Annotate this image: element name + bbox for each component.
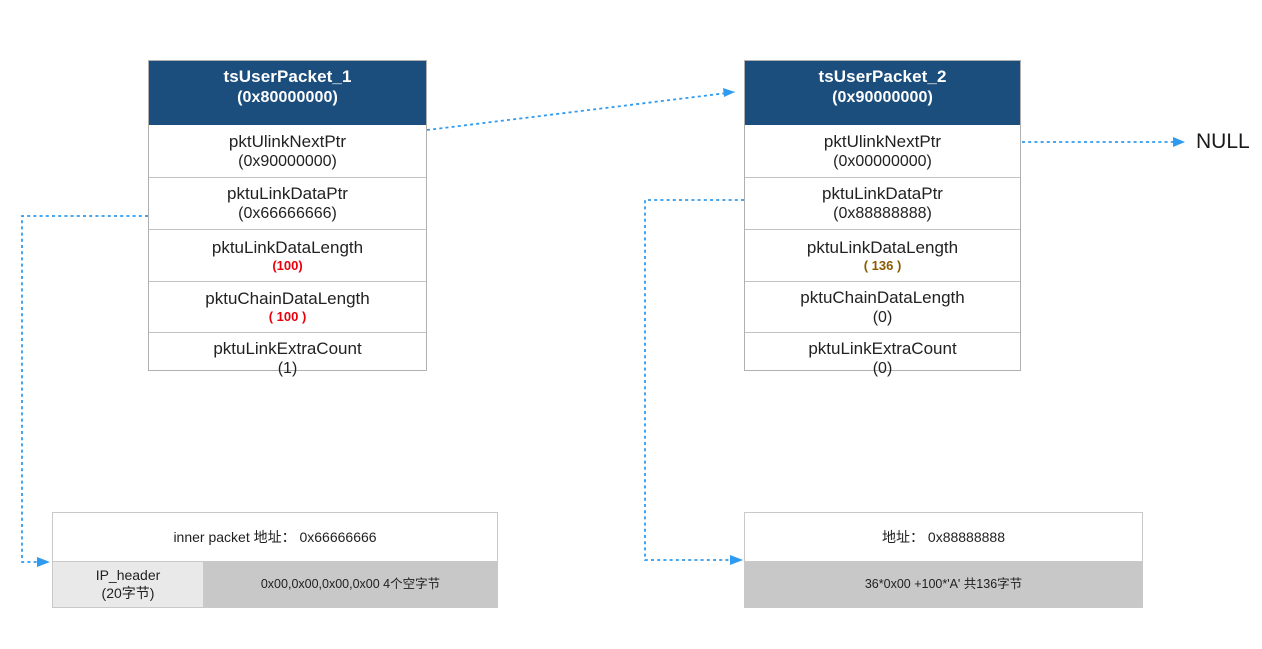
field-value: ( 136 ): [863, 257, 902, 273]
struct-table-tsuserpacket-1: tsUserPacket_1 (0x80000000) pktUlinkNext…: [148, 60, 427, 377]
connector-data-ptr-2-to-buffer: [644, 199, 744, 565]
null-label: NULL: [1196, 130, 1250, 153]
struct-field-pktulinknextptr: pktUlinkNextPtr (0x00000000): [745, 125, 1020, 177]
memory-segments: IP_header (20字节) 0x00,0x00,0x00,0x00 4个空…: [53, 561, 497, 607]
field-name: pktuLinkDataPtr: [227, 184, 348, 204]
field-value: ( 100 ): [268, 309, 307, 325]
field-value: (0): [872, 308, 893, 326]
struct-field-pktulinkextracount: pktuLinkExtraCount (0): [745, 332, 1020, 384]
struct-title: tsUserPacket_1: [223, 67, 352, 86]
struct-field-pktulinkdataptr: pktuLinkDataPtr (0x88888888): [745, 177, 1020, 229]
struct-field-pktulinkdataptr: pktuLinkDataPtr (0x66666666): [149, 177, 426, 229]
field-name: pktuChainDataLength: [800, 287, 965, 307]
field-name: pktuLinkDataLength: [211, 237, 364, 257]
connector-next-ptr-2-to-null: [1022, 137, 1185, 147]
field-value: (0): [872, 360, 893, 378]
struct-title: tsUserPacket_2: [818, 67, 947, 86]
field-name: pktuLinkExtraCount: [808, 339, 957, 359]
struct-table-tsuserpacket-2: tsUserPacket_2 (0x90000000) pktUlinkNext…: [744, 60, 1021, 377]
field-value: (100): [272, 257, 303, 273]
struct-address: (0x80000000): [237, 88, 338, 106]
memory-block-chain-data: 地址： 0x88888888 36*0x00 +100*'A' 共136字节: [744, 512, 1143, 608]
segment-size: (20字节): [101, 584, 155, 601]
memory-address-label: 地址： 0x88888888: [745, 513, 1142, 561]
struct-field-pktuchaindatalength: pktuChainDataLength (0): [745, 281, 1020, 332]
struct-field-pktulinknextptr: pktUlinkNextPtr (0x90000000): [149, 125, 426, 177]
struct-field-pktulinkdatalength: pktuLinkDataLength (100): [149, 229, 426, 281]
memory-segment-payload: 36*0x00 +100*'A' 共136字节: [745, 562, 1142, 607]
field-name: pktUlinkNextPtr: [228, 131, 347, 151]
memory-block-inner-packet: inner packet 地址： 0x66666666 IP_header (2…: [52, 512, 498, 608]
struct-header-tsuserpacket-1: tsUserPacket_1 (0x80000000): [149, 61, 426, 125]
memory-address-label: inner packet 地址： 0x66666666: [53, 513, 497, 561]
field-name: pktuLinkExtraCount: [213, 339, 362, 359]
field-name: pktUlinkNextPtr: [823, 131, 942, 151]
field-value: (1): [277, 360, 298, 378]
field-name: pktuLinkDataPtr: [822, 184, 943, 204]
field-name: pktuChainDataLength: [205, 289, 370, 309]
struct-field-pktulinkdatalength: pktuLinkDataLength ( 136 ): [745, 229, 1020, 281]
memory-segment-payload: 0x00,0x00,0x00,0x00 4个空字节: [204, 562, 497, 607]
memory-segments: 36*0x00 +100*'A' 共136字节: [745, 561, 1142, 607]
struct-header-tsuserpacket-2: tsUserPacket_2 (0x90000000): [745, 61, 1020, 125]
connector-next-ptr-1-to-2: [426, 88, 736, 131]
struct-address: (0x90000000): [832, 88, 933, 106]
memory-segment-ip-header: IP_header (20字节): [53, 562, 204, 607]
field-name: pktuLinkDataLength: [806, 237, 959, 257]
struct-field-pktuchaindatalength: pktuChainDataLength ( 100 ): [149, 281, 426, 332]
field-value: (0x00000000): [833, 152, 932, 170]
field-value: (0x90000000): [238, 152, 337, 170]
segment-label: IP_header: [95, 567, 161, 583]
field-value: (0x66666666): [238, 205, 337, 223]
struct-field-pktulinkextracount: pktuLinkExtraCount (1): [149, 332, 426, 384]
field-value: (0x88888888): [833, 205, 932, 223]
